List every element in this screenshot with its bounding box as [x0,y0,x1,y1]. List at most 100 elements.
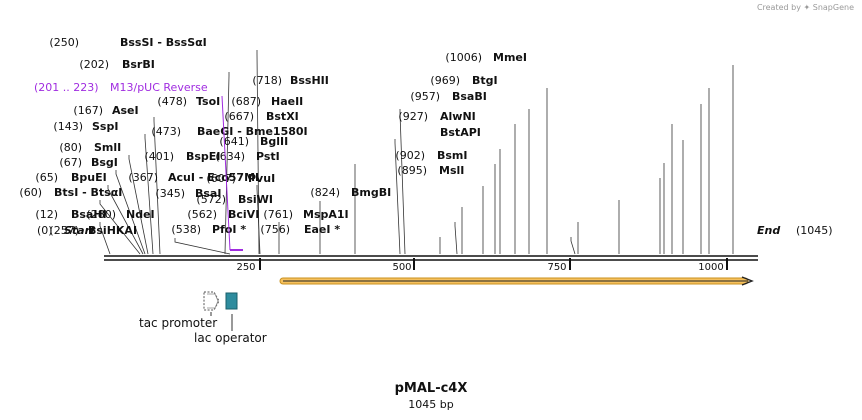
scale-tick-label: 750 [547,262,566,273]
site-name: BtgI [472,74,498,87]
site-name: BssHII [290,74,329,87]
site-bcivi[interactable]: (562)BciVI [187,208,259,221]
site-position: (367) [128,171,158,184]
site-bsai[interactable]: (345)BsaI [155,187,221,200]
orf-arrow[interactable] [279,276,754,286]
site-line [394,139,401,255]
site-position: (12) [35,208,58,221]
site-position: (473) [151,125,181,138]
site-name: BsaHI [71,208,107,221]
site-line [256,50,260,255]
site-position: (65) [35,171,58,184]
site-bsabi[interactable]: (957) BsaBI [410,90,486,103]
site-smli[interactable]: (80) SmlI [59,141,121,154]
site-position: (687) [231,95,261,108]
site-haeii[interactable]: (687) HaeII [231,95,303,108]
site-position: (80) [59,141,82,154]
site-bglii[interactable]: (641)BglII [219,135,288,148]
site-psti[interactable]: (634) PstI [215,150,279,163]
site-tsoi[interactable]: (478)TsoI [157,95,220,108]
site-bsgi[interactable]: (67) BsgI [59,156,118,169]
site-line [256,185,261,255]
site-bsshii[interactable]: (718)BssHII [252,74,328,87]
site-bsiwi[interactable]: (572)BsiWI [196,193,273,206]
site-position: (401) [144,150,174,163]
end-marker: End (1045) [757,224,833,237]
site-position: (345) [155,187,185,200]
site-position: (607) [206,172,236,185]
plasmid-length: 1045 bp [408,398,454,411]
site-name: BsgI [91,156,118,169]
site-name: NdeI [126,208,155,221]
site-position: (957) [410,90,440,103]
site-alwni[interactable]: (927)AlwNI [398,110,475,123]
site-name: BsiHKAI [88,224,137,237]
primer-range: (201 .. 223) [34,81,99,94]
snapgene-credit: Created by ✦ SnapGene [757,3,854,12]
site-position: (824) [310,186,340,199]
tac-promoter-feature[interactable]: tac promoter [139,291,220,330]
site-name: BstAPI [440,126,481,139]
site-position: (280) [86,208,116,221]
site-pvui[interactable]: (607)PvuI [206,172,275,185]
site-name: BpuEI [71,171,107,184]
site-name: BaeGI - Bme1580I [197,125,308,138]
site-line [153,117,161,255]
primer-m13-puc-reverse[interactable]: (201 .. 223) M13/pUC Reverse [34,81,243,251]
site-position: (756) [260,223,290,236]
site-name: HaeII [271,95,303,108]
site-name: BssSI - BssSαI [120,36,207,49]
site-pfoi[interactable]: (538)PfoI * [171,223,246,236]
scale-tick-label: 1000 [698,262,723,273]
site-mmei[interactable]: (1006)MmeI [445,51,527,64]
site-bsrbi[interactable]: (202)BsrBI [79,58,154,71]
site-position: (761) [263,208,293,221]
site-bsmi[interactable]: (902) BsmI [395,149,467,162]
site-btsi-bts-i[interactable]: (60) BtsI - BtsαI [19,186,122,199]
site-name: SmlI [94,141,121,154]
site-position: (67) [59,156,82,169]
site-msli[interactable]: (895) MslI [397,164,464,177]
site-name: PstI [256,150,280,163]
tac-promoter-label: tac promoter [139,316,217,330]
site-position: (634) [215,150,245,163]
lac-operator-feature[interactable]: lac operator [194,292,267,345]
site-lines [99,50,734,255]
site-acui-eco57mi[interactable]: (367)AcuI - Eco57MI [128,171,259,184]
site-line [128,155,149,255]
snapgene-logo-icon: ✦ [803,3,811,12]
site-line [144,134,154,255]
site-bspei[interactable]: (401)BspEI [144,150,220,163]
plasmid-name: pMAL-c4X [394,381,468,396]
site-position: (902) [395,149,425,162]
site-bpuei[interactable]: (65) BpuEI [35,171,106,184]
site-sspi[interactable]: (143)SspI [53,120,118,133]
site-bsssi-bsss-i[interactable]: (250)BssSI - BssSαI [49,36,206,49]
site-position: (60) [19,186,42,199]
site-bstxi[interactable]: (667)BstXI [224,110,298,123]
site-eaei[interactable]: (756)EaeI * [260,223,340,236]
site-position: (895) [397,164,427,177]
site-name: BsaBI [452,90,487,103]
site-mspa1i[interactable]: (761)MspA1I [263,208,348,221]
site-ndei[interactable]: (280) NdeI [86,208,154,221]
site-bstapi[interactable]: BstAPI [440,126,481,139]
site-name: BstXI [266,110,299,123]
site-asei[interactable]: (167)AseI [73,104,138,117]
site-line [99,200,141,255]
site-line [115,170,146,255]
scale-tick-label: 250 [236,262,255,273]
site-name: BtsI - BtsαI [54,186,122,199]
site-name: BsmI [437,149,468,162]
scale-ticks: 250 500 750 1000 [236,258,728,273]
site-line [99,222,111,255]
start-position: (0) [37,224,53,237]
site-bsahi[interactable]: (12) BsaHI [35,208,106,221]
site-name: MslI [439,164,464,177]
site-baegi-bme1580i[interactable]: (473) BaeGI - Bme1580I [151,125,307,138]
site-position: (562) [187,208,217,221]
site-bsihkai[interactable]: (257)BsiHKAI [49,224,137,237]
site-bmgbi[interactable]: (824)BmgBI [310,186,391,199]
site-btgi[interactable]: (969)BtgI [430,74,497,87]
scale-tick-label: 500 [392,262,411,273]
